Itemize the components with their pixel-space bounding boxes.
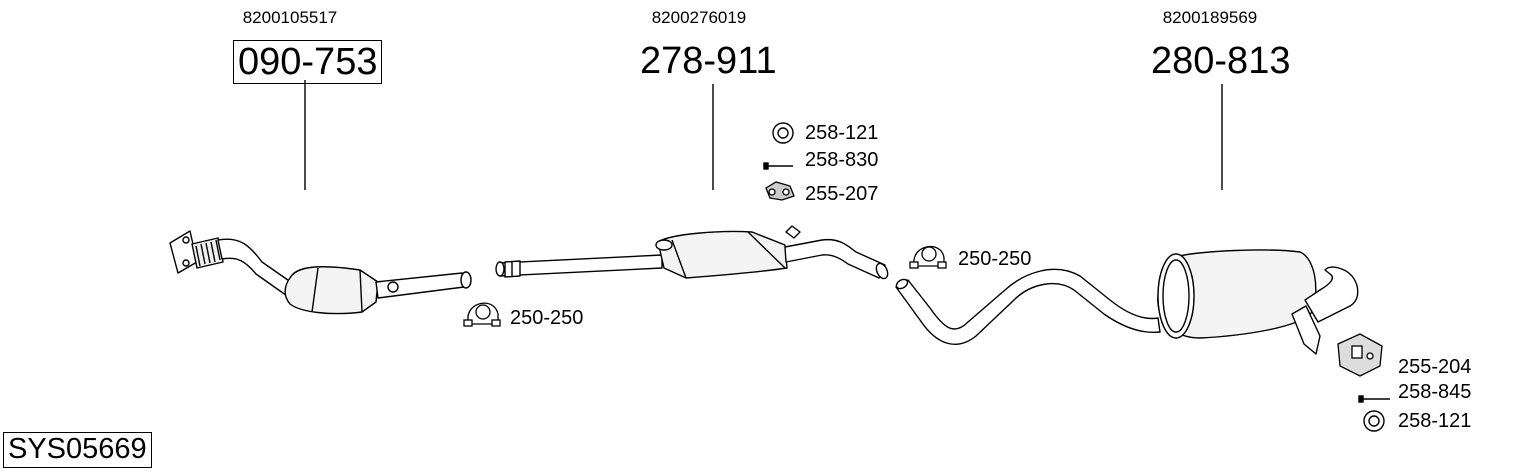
oe-number-2: 8200276019 [651, 8, 747, 27]
clamp-icon [909, 245, 947, 269]
hanger-label-1[interactable]: 255-207 [805, 183, 879, 205]
clamp-label-1[interactable]: 250-250 [510, 307, 584, 329]
bolt-label-2[interactable]: 258-845 [1398, 381, 1472, 403]
sealing-ring-icon [772, 122, 794, 144]
sealing-ring-icon [1363, 410, 1385, 432]
catalytic-converter-pipe [169, 230, 472, 315]
clamp-label-2[interactable]: 250-250 [958, 248, 1032, 270]
part-number-3[interactable]: 280-813 [1151, 40, 1291, 82]
rear-silencer [895, 249, 1359, 355]
clamp-icon [463, 302, 501, 327]
bolt-label-1[interactable]: 258-830 [805, 149, 879, 171]
middle-silencer [495, 225, 889, 280]
oe-number-1: 8200105517 [242, 8, 338, 27]
ring-label-1[interactable]: 258-121 [805, 122, 879, 144]
oe-number-3: 8200189569 [1162, 8, 1258, 27]
rubber-hanger-icon [1337, 333, 1383, 377]
part-number-1[interactable]: 090-753 [233, 40, 383, 84]
bolt-icon [1358, 395, 1390, 403]
part-number-2[interactable]: 278-911 [640, 40, 777, 82]
system-code-label: SYS05669 [3, 432, 152, 468]
bolt-icon [763, 162, 793, 170]
rubber-hanger-icon [765, 181, 795, 201]
ring-label-2[interactable]: 258-121 [1398, 410, 1472, 432]
hanger-label-2[interactable]: 255-204 [1398, 356, 1472, 378]
